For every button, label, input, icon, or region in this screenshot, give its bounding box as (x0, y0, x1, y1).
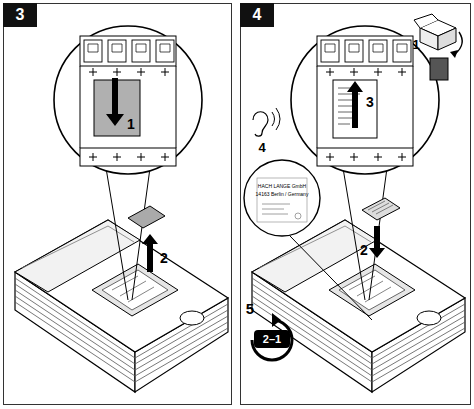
callout-number: 5 (246, 301, 254, 316)
callout-number: 3 (366, 95, 374, 109)
step-number: 3 (3, 3, 37, 27)
step-number: 4 (240, 3, 274, 27)
callout-number: 1 (127, 117, 135, 131)
tag-text: 14163 Berlin / Germany (256, 192, 309, 197)
callout-number: 2 (160, 251, 168, 265)
callout-number: 2 (360, 243, 368, 257)
callout-number: 1 (412, 38, 419, 51)
repeat-label: 2–1 (263, 334, 281, 345)
tag-text: HACH LANGE GmbH (258, 184, 306, 189)
callout-number: 4 (258, 141, 265, 154)
